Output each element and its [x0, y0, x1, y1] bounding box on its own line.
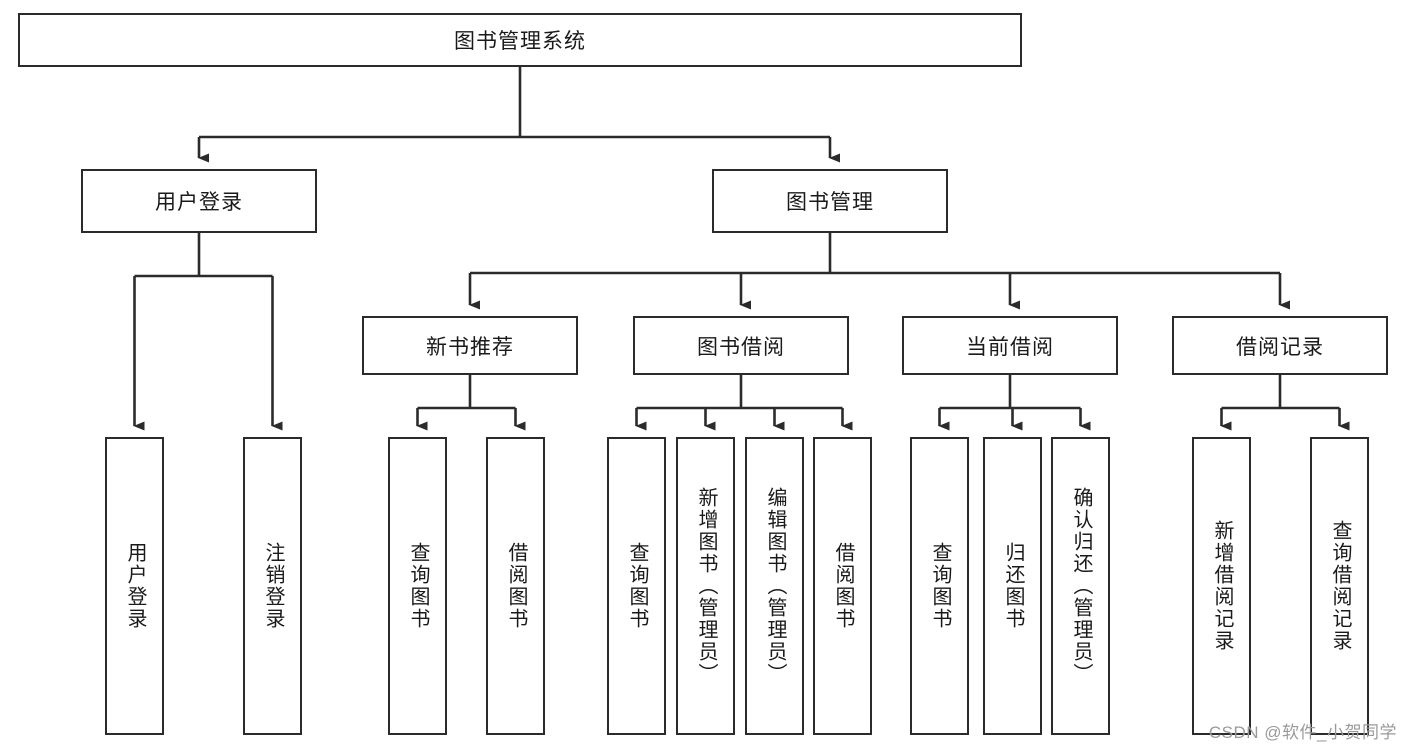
- node-label: 借阅图书: [832, 542, 854, 630]
- node-label: 编辑图书（管理员）: [764, 487, 786, 685]
- node-leaf-login-2[interactable]: 注销登录: [243, 437, 302, 735]
- edge-group: [133, 67, 1350, 431]
- node-leaf-rec-2[interactable]: 查询借阅记录: [1310, 437, 1369, 735]
- node-leaf-new-1[interactable]: 查询图书: [388, 437, 447, 735]
- node-newbook[interactable]: 新书推荐: [362, 316, 578, 375]
- node-leaf-login-1[interactable]: 用户登录: [105, 437, 164, 735]
- node-leaf-cur-1[interactable]: 查询图书: [910, 437, 969, 735]
- node-label: 确认归还（管理员）: [1070, 487, 1092, 685]
- node-label: 用户登录: [155, 191, 243, 214]
- node-label: 图书借阅: [697, 335, 785, 359]
- node-label: 图书管理系统: [454, 30, 586, 53]
- node-label: 查询图书: [626, 542, 648, 630]
- node-records[interactable]: 借阅记录: [1172, 316, 1388, 375]
- node-leaf-bor-3[interactable]: 编辑图书（管理员）: [745, 437, 804, 735]
- node-leaf-new-2[interactable]: 借阅图书: [486, 437, 545, 735]
- node-label: 查询图书: [929, 542, 951, 630]
- node-label: 图书管理: [786, 191, 874, 214]
- node-leaf-cur-2[interactable]: 归还图书: [983, 437, 1042, 735]
- node-bookmgmt[interactable]: 图书管理: [712, 169, 948, 233]
- node-label: 归还图书: [1002, 542, 1024, 630]
- node-current[interactable]: 当前借阅: [902, 316, 1118, 375]
- node-label: 查询图书: [407, 542, 429, 630]
- node-label: 新增借阅记录: [1211, 520, 1233, 652]
- node-leaf-bor-1[interactable]: 查询图书: [607, 437, 666, 735]
- node-label: 用户登录: [124, 542, 146, 630]
- node-label: 借阅记录: [1236, 335, 1324, 359]
- node-label: 当前借阅: [966, 335, 1054, 359]
- node-label: 新增图书（管理员）: [695, 487, 717, 685]
- node-login[interactable]: 用户登录: [81, 169, 317, 233]
- node-leaf-rec-1[interactable]: 新增借阅记录: [1192, 437, 1251, 735]
- node-leaf-cur-3[interactable]: 确认归还（管理员）: [1051, 437, 1110, 735]
- node-root[interactable]: 图书管理系统: [18, 13, 1022, 67]
- node-label: 注销登录: [262, 542, 284, 630]
- node-leaf-bor-2[interactable]: 新增图书（管理员）: [676, 437, 735, 735]
- node-leaf-bor-4[interactable]: 借阅图书: [813, 437, 872, 735]
- node-label: 新书推荐: [426, 335, 514, 359]
- node-label: 查询借阅记录: [1329, 520, 1351, 652]
- node-borrow[interactable]: 图书借阅: [633, 316, 849, 375]
- node-label: 借阅图书: [505, 542, 527, 630]
